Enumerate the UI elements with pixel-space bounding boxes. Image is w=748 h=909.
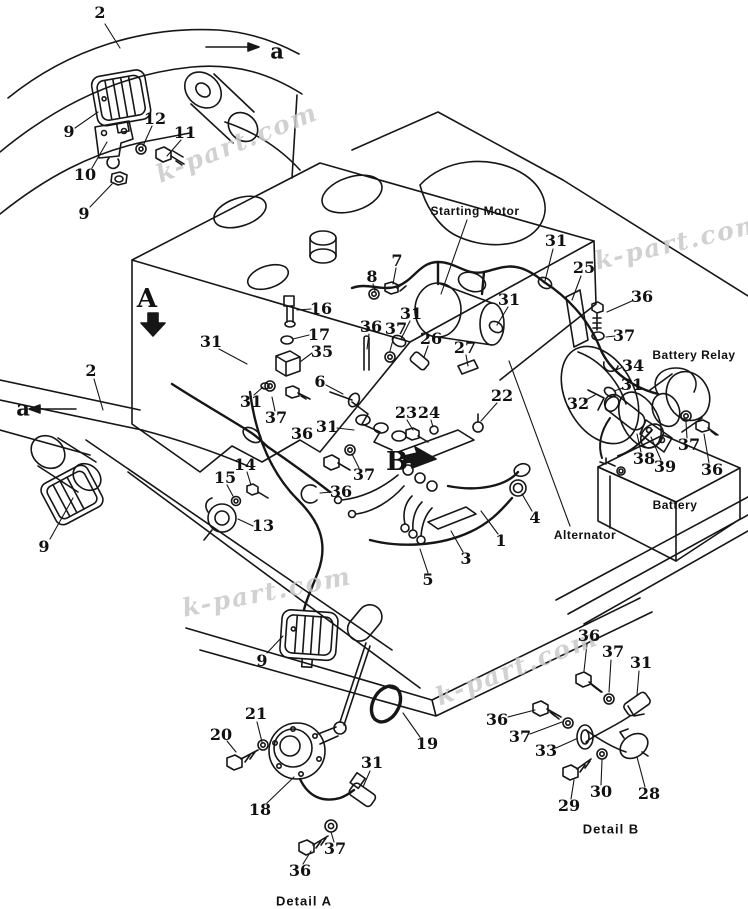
direction-arrow-left: [28, 404, 77, 414]
part-callout: 14: [233, 455, 257, 474]
part-callout: 11: [173, 123, 197, 142]
part-callout: 31: [544, 231, 568, 250]
caption-detail-b: Detail B: [582, 821, 640, 837]
part-callout: 18: [248, 800, 272, 819]
relay-mount-hardware: [565, 289, 619, 411]
label-battery-relay: Battery Relay: [652, 348, 736, 362]
part-callout: 31: [199, 332, 223, 351]
part-callout: 15: [213, 468, 237, 487]
part-callout: 7: [391, 251, 403, 270]
part-callout: 31: [399, 304, 423, 323]
part-callout: 36: [700, 460, 724, 479]
part-callout: 36: [577, 626, 601, 645]
engine-block: [131, 160, 597, 473]
part-callout: 4: [529, 508, 541, 527]
direction-marker-top: a: [270, 38, 284, 64]
head-lamp-top: [90, 69, 185, 186]
part-callout: 36: [630, 287, 654, 306]
label-alternator: Alternator: [553, 528, 617, 542]
part-callout: 28: [637, 784, 661, 803]
part-callout: 26: [419, 329, 443, 348]
part-callout: 8: [366, 267, 378, 286]
part-callout: 24: [417, 403, 441, 422]
part-callout: 9: [78, 204, 90, 223]
engine-hardware: [264, 279, 484, 504]
label-starting-motor: Starting Motor: [430, 204, 520, 218]
part-callout: 33: [534, 741, 558, 760]
view-marker-b: B: [386, 447, 408, 477]
part-callout: 17: [307, 325, 331, 344]
part-callout: 31: [360, 753, 384, 772]
part-callout: 10: [73, 165, 97, 184]
battery-cable: [599, 393, 665, 459]
part-callout: 34: [621, 356, 645, 375]
part-callout: 16: [309, 299, 333, 318]
part-callout: 31: [629, 653, 653, 672]
part-callout: 2: [85, 361, 97, 380]
caption-detail-a: Detail A: [276, 893, 332, 909]
part-callout: 36: [359, 317, 383, 336]
part-callout: 31: [620, 375, 644, 394]
detail-a-arrow-icon: [140, 312, 166, 337]
part-callout: 1: [495, 531, 507, 550]
detail-b-parts: [532, 671, 651, 781]
part-callout: 13: [251, 516, 275, 535]
part-callout: 37: [384, 319, 408, 338]
part-callout: 36: [485, 710, 509, 729]
leader-lines: [49, 23, 710, 865]
part-callout: 37: [264, 408, 288, 427]
part-callout: 6: [314, 372, 326, 391]
part-callout: 9: [63, 122, 75, 141]
part-callout: 38: [632, 449, 656, 468]
part-callout: 9: [256, 651, 268, 670]
part-callout: 5: [422, 570, 434, 589]
fender-lines: [0, 28, 748, 297]
part-callout: 31: [497, 290, 521, 309]
detail-b-arrow-icon: [403, 446, 437, 469]
part-callout: 23: [394, 403, 418, 422]
alternator-body: [560, 345, 663, 449]
part-callout: 37: [612, 326, 636, 345]
part-callout: 32: [566, 394, 590, 413]
part-callout: 36: [290, 424, 314, 443]
part-callout: 30: [589, 782, 613, 801]
part-callout: 25: [572, 258, 596, 277]
part-callout: 9: [38, 537, 50, 556]
connector-cluster: [333, 429, 531, 545]
part-callout: 37: [352, 465, 376, 484]
part-callout: 29: [557, 796, 581, 815]
part-callout: 3: [460, 549, 472, 568]
view-arrows: [28, 42, 437, 469]
part-callout: 31: [315, 417, 339, 436]
part-callout: 12: [143, 109, 167, 128]
part-callout: 2: [94, 3, 106, 22]
fuel-sender: [226, 603, 403, 856]
part-callout: 27: [453, 338, 477, 357]
part-callout: 37: [323, 839, 347, 858]
part-callout: 37: [508, 727, 532, 746]
label-battery: Battery: [652, 498, 698, 512]
view-marker-a: A: [136, 284, 158, 314]
bottom-lamp: [279, 608, 339, 669]
part-callout: 31: [239, 392, 263, 411]
chassis-frame: [0, 379, 748, 717]
part-callout: 37: [601, 642, 625, 661]
direction-arrow-top: [205, 42, 260, 52]
part-callout: 21: [244, 704, 268, 723]
direction-marker-left: a: [16, 395, 30, 421]
part-callout: 37: [677, 435, 701, 454]
part-callout: 35: [310, 342, 334, 361]
part-callout: 36: [288, 861, 312, 880]
roller-top: [183, 71, 259, 144]
part-callout: 19: [415, 734, 439, 753]
part-callout: 36: [329, 482, 353, 501]
part-callout: 20: [209, 725, 233, 744]
part-callout: 39: [653, 457, 677, 476]
harness-clips: [242, 276, 617, 444]
part-callout: 22: [490, 386, 514, 405]
